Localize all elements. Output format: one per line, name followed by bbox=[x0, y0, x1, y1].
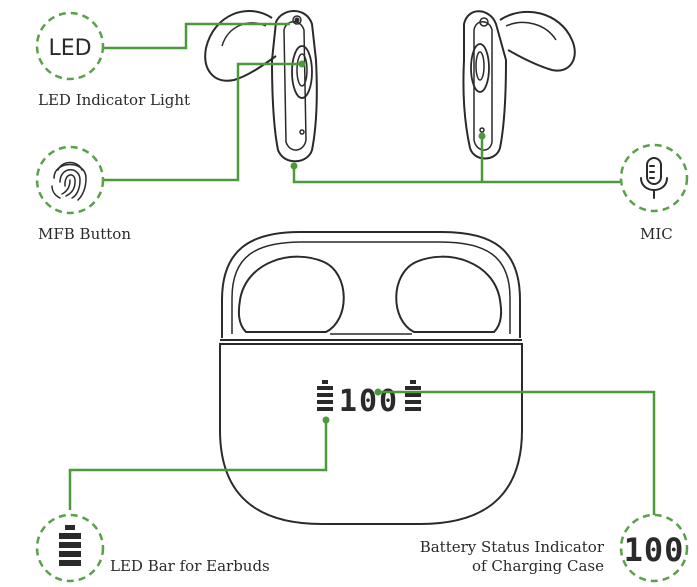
charging-case bbox=[219, 231, 523, 525]
battery-bar-icon bbox=[59, 525, 81, 566]
left-earbud bbox=[204, 10, 318, 163]
case-battery-right-icon bbox=[405, 380, 421, 411]
led-callout-circle bbox=[35, 11, 105, 81]
battery-callout-circle bbox=[619, 513, 689, 583]
mic-label: MIC bbox=[640, 225, 673, 243]
leader-lines bbox=[68, 22, 656, 515]
case-battery-left-icon bbox=[317, 380, 333, 411]
led-circle-text: LED bbox=[48, 36, 91, 61]
microphone-icon bbox=[640, 157, 668, 199]
battery-indicator-label-line2: of Charging Case bbox=[471, 557, 604, 575]
digital-display-icon: 100 bbox=[624, 531, 685, 569]
right-earbud bbox=[462, 10, 576, 160]
mfb-button-label: MFB Button bbox=[38, 225, 131, 243]
led-indicator-label: LED Indicator Light bbox=[38, 91, 191, 109]
battery-indicator-label-line1: Battery Status Indicator bbox=[419, 538, 604, 556]
case-digits: 100 bbox=[339, 384, 399, 419]
led-bar-label: LED Bar for Earbuds bbox=[110, 557, 270, 575]
fingerprint-icon bbox=[51, 161, 87, 201]
leader-dots bbox=[290, 60, 486, 424]
